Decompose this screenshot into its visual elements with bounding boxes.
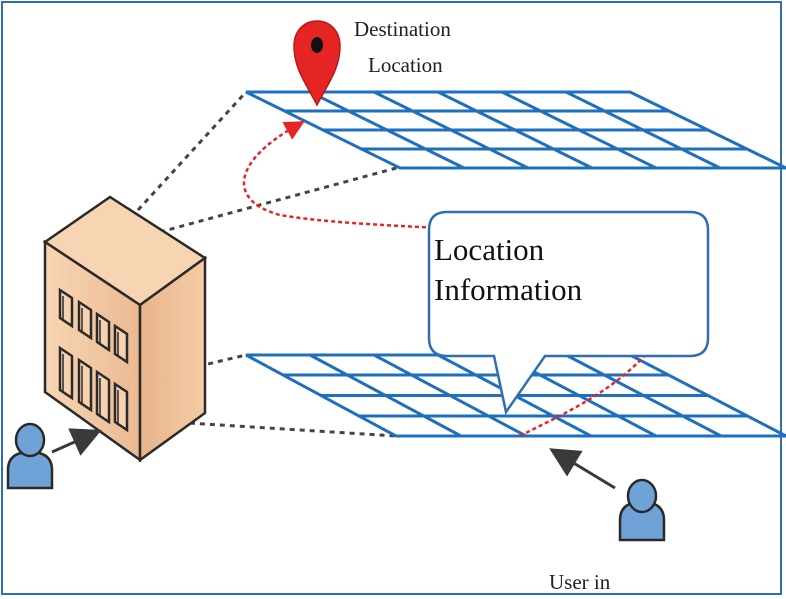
user-label: User in [549,570,611,594]
map-pin-icon [293,20,341,107]
indoor-path-lower [519,349,651,438]
arrow-to-building [51,428,102,456]
callout-text: Location Information [434,230,704,310]
person-icon [6,422,54,490]
building-icon [42,195,208,463]
arrow-to-grid [549,448,616,490]
callout-line1: Location [434,232,545,267]
location-info-callout [427,210,710,416]
callout-line2: Information [434,272,583,307]
indoor-path-upper [242,121,441,230]
upper-floor-grid [245,90,786,170]
destination-label-line1: Destination [354,17,451,41]
person-icon [618,478,666,542]
destination-label-line2: Location [368,53,443,77]
